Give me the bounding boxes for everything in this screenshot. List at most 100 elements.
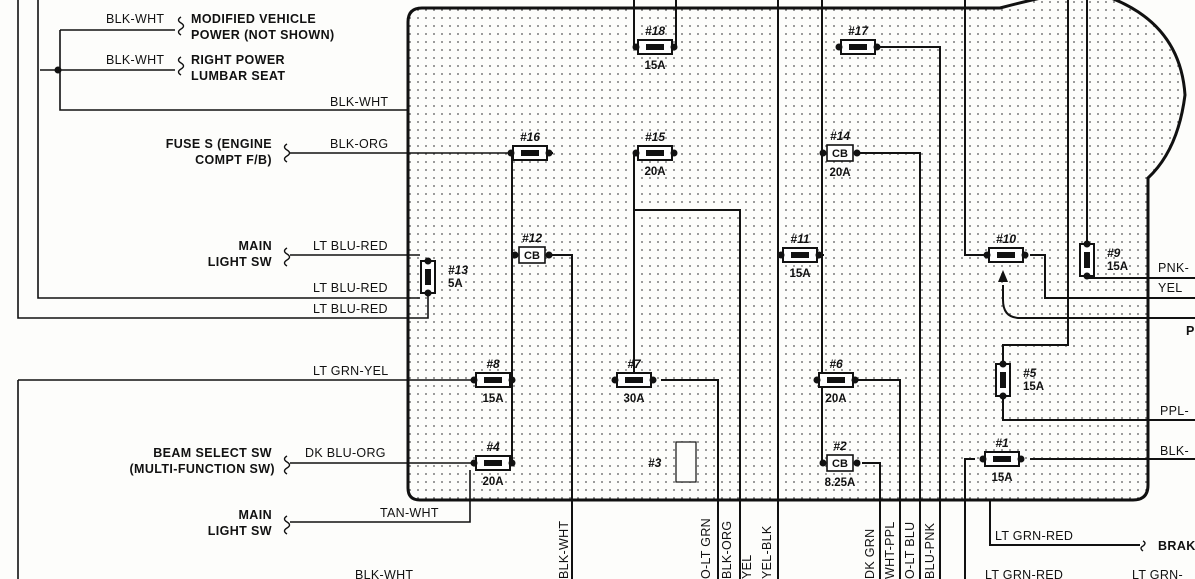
label-ppl: PPL- [1160,404,1189,418]
fuse-4: #4 20A [470,440,516,488]
bottom-wire-label: BLK-WHT [557,521,571,579]
fuse-rating: 15A [1023,381,1044,393]
fuse-rating: 15A [1107,261,1128,273]
fuse-rating: 8.25A [825,477,856,489]
cb-label: CB [832,148,848,160]
component-modified-vehicle-2: POWER (NOT SHOWN) [191,28,335,42]
fuse-rating: 30A [623,393,644,405]
fuse-10: #10 [983,232,1029,263]
fuse-rating: 15A [991,472,1012,484]
component-main-light-2b: LIGHT SW [208,524,272,538]
component-main-light-1a: MAIN [238,239,272,253]
fuse-id: #7 [627,357,642,371]
fuse-rating: 15A [789,268,810,280]
label-lt-blu-red-2: LT BLU-RED [313,281,388,295]
label-lt-grn-red-2: LT GRN-RED [985,568,1063,579]
component-main-light-2a: MAIN [238,508,272,522]
label-lt-grn-red-1: LT GRN-RED [995,529,1073,543]
fuse-id: #12 [522,231,542,245]
fuse-id: #1 [995,436,1009,450]
bottom-wire-label: BLK-ORG [720,521,734,579]
component-beam-select-2: (MULTI-FUNCTION SW) [129,462,275,476]
fuse-id: #10 [996,232,1016,246]
fuse-id: #5 [1023,366,1037,380]
fuse-id: #18 [645,24,665,38]
connector-symbols [177,16,291,535]
wire-lt-blu-red-2 [37,0,420,299]
label-blk-wht-2: BLK-WHT [106,53,164,67]
fuse-7: #7 30A [611,357,657,405]
component-right-cut: P [1186,324,1195,338]
component-brake: BRAK [1158,539,1195,553]
fuse-id: #16 [520,130,540,144]
label-lt-grn-yel: LT GRN-YEL [313,364,388,378]
fuse-6: #6 20A [813,357,859,405]
bottom-wire-label: BLU-PNK [923,522,937,579]
fuse-rating: 5A [448,278,463,290]
fuse-15: #15 20A [632,130,678,178]
fuse-id: #11 [790,232,809,246]
label-dk-blu-org: DK BLU-ORG [305,446,386,460]
label-lt-grn-right: LT GRN- [1132,568,1183,579]
fuse-rating: 20A [825,393,846,405]
component-fuse-s-1: FUSE S (ENGINE [166,137,272,151]
wire-lt-grn-yel [17,379,478,579]
label-blk-wht-3: BLK-WHT [330,95,388,109]
fuse-11: #11 15A [777,232,823,280]
component-fuse-s-2: COMPT F/B) [195,153,272,167]
panel-internal-wiring [497,0,1195,579]
fuse-rating: 20A [482,476,503,488]
fuse-rating: 15A [644,60,665,72]
wire-blk-wht-bus [59,30,408,111]
fuse-id: #2 [833,439,847,453]
wire-lt-blu-red-3 [17,0,429,319]
bottom-wire-label: YEL [740,554,754,579]
fuse-id: #6 [829,357,843,371]
fuse-2: CB #2 8.25A [819,439,861,489]
label-blk-right: BLK- [1160,444,1189,458]
fuse-id: #15 [645,130,665,144]
fuse-id: #8 [486,357,500,371]
bottom-wire-label: WHT-PPL [883,521,897,579]
label-lt-blu-red-3: LT BLU-RED [313,302,388,316]
cb-label: CB [832,458,848,470]
fuse-rating: 15A [482,393,503,405]
label-yel-right: YEL [1158,281,1183,295]
fuse-id: #13 [448,263,468,277]
label-blk-org: BLK-ORG [330,137,388,151]
bottom-wire-label: O-LT BLU [903,521,917,579]
bottom-wire-label: YEL-BLK [760,525,774,579]
fuse-3-slot [675,441,697,483]
label-blk-wht-1: BLK-WHT [106,12,164,26]
label-tan-wht: TAN-WHT [380,506,439,520]
fuse-1: #1 15A [979,436,1025,484]
wire-tan-wht [290,470,471,523]
component-main-light-1b: LIGHT SW [208,255,272,269]
fuses: #1815A#17#16#1520ACB#1420ACB#12#1115A#10… [420,24,1128,489]
component-lumbar-1: RIGHT POWER [191,53,285,67]
fuse-rating: 20A [829,167,850,179]
connector-brake [1140,540,1146,552]
bottom-wire-label: O-LT GRN [699,518,713,579]
component-beam-select-1: BEAM SELECT SW [153,446,272,460]
fuse-id: #4 [486,440,500,454]
component-lumbar-2: LUMBAR SEAT [191,69,285,83]
label-blk-wht-4: BLK-WHT [355,568,413,579]
fuse-18: #18 15A [632,24,678,72]
fuse-8: #8 15A [470,357,516,405]
fuse-17: #17 [835,24,881,55]
arrow-icon [998,270,1008,282]
fuse-16: #16 [507,130,553,161]
fuse-3-label: #3 [648,456,662,470]
fuse-id: #9 [1107,246,1121,260]
label-lt-blu-red-1: LT BLU-RED [313,239,388,253]
fuse-12: CB#12 [511,231,553,264]
fuse-rating: 20A [644,166,665,178]
